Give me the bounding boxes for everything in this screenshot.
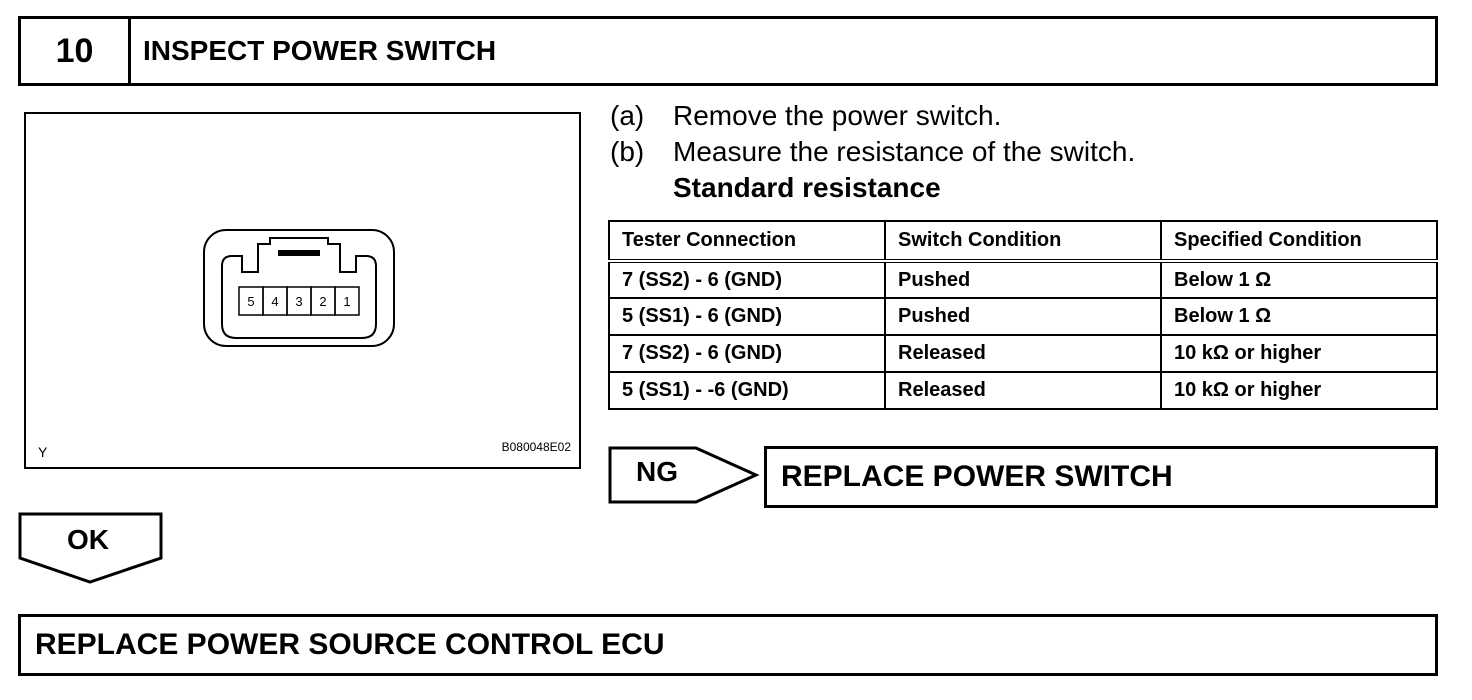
resistance-table: Tester Connection Switch Condition Speci… <box>608 220 1438 410</box>
table-cell: Pushed <box>884 260 1162 299</box>
table-row: 7 (SS2) - 6 (GND) Pushed Below 1 Ω <box>608 260 1438 299</box>
table-cell: Released <box>884 334 1162 373</box>
table-cell: Below 1 Ω <box>1160 297 1438 336</box>
table-header-cell: Specified Condition <box>1160 220 1438 263</box>
connector-drawing: 5 4 3 2 1 <box>203 229 395 347</box>
ng-action-box: REPLACE POWER SWITCH <box>764 446 1438 508</box>
pin-label: 5 <box>247 294 254 309</box>
standard-resistance-label: Standard resistance <box>673 172 941 203</box>
ok-arrow-icon <box>18 512 163 584</box>
pin-label: 1 <box>343 294 350 309</box>
figure-corner-mark: Y <box>38 444 48 460</box>
ok-label: OK <box>67 524 109 555</box>
table-cell: 7 (SS2) - 6 (GND) <box>608 260 886 299</box>
table-row: 7 (SS2) - 6 (GND) Released 10 kΩ or high… <box>608 334 1438 373</box>
table-row: 5 (SS1) - 6 (GND) Pushed Below 1 Ω <box>608 297 1438 336</box>
instruction-label: (a) <box>610 100 645 131</box>
instruction-b: (b) Measure the resistance of the switch. <box>610 136 1135 168</box>
instruction-a: (a) Remove the power switch. <box>610 100 1001 132</box>
final-action-box: REPLACE POWER SOURCE CONTROL ECU <box>18 614 1438 676</box>
instruction-text: Remove the power switch. <box>673 100 1002 131</box>
table-cell: 10 kΩ or higher <box>1160 371 1438 410</box>
table-cell: 5 (SS1) - -6 (GND) <box>608 371 886 410</box>
instruction-label: (b) <box>610 136 645 167</box>
step-header: 10 INSPECT POWER SWITCH <box>18 16 1438 86</box>
table-header-cell: Tester Connection <box>608 220 886 263</box>
pin-label: 3 <box>295 294 302 309</box>
table-cell: 5 (SS1) - 6 (GND) <box>608 297 886 336</box>
connector-illustration: 5 4 3 2 1 Y B080048E02 <box>24 112 581 469</box>
instruction-text: Measure the resistance of the switch. <box>673 136 1136 167</box>
step-number: 10 <box>21 19 131 83</box>
pin-label: 2 <box>319 294 326 309</box>
ng-label: NG <box>636 456 678 487</box>
pin-cavities <box>238 286 360 316</box>
table-cell: Released <box>884 371 1162 410</box>
table-cell: Below 1 Ω <box>1160 260 1438 299</box>
step-title: INSPECT POWER SWITCH <box>143 35 497 66</box>
table-cell: 10 kΩ or higher <box>1160 334 1438 373</box>
table-cell: 7 (SS2) - 6 (GND) <box>608 334 886 373</box>
table-row: 5 (SS1) - -6 (GND) Released 10 kΩ or hig… <box>608 371 1438 410</box>
pin-label: 4 <box>271 294 278 309</box>
table-cell: Pushed <box>884 297 1162 336</box>
figure-code: B080048E02 <box>501 440 571 454</box>
table-header-cell: Switch Condition <box>884 220 1162 263</box>
table-header-row: Tester Connection Switch Condition Speci… <box>608 220 1438 263</box>
ng-arrow-icon <box>608 446 760 504</box>
